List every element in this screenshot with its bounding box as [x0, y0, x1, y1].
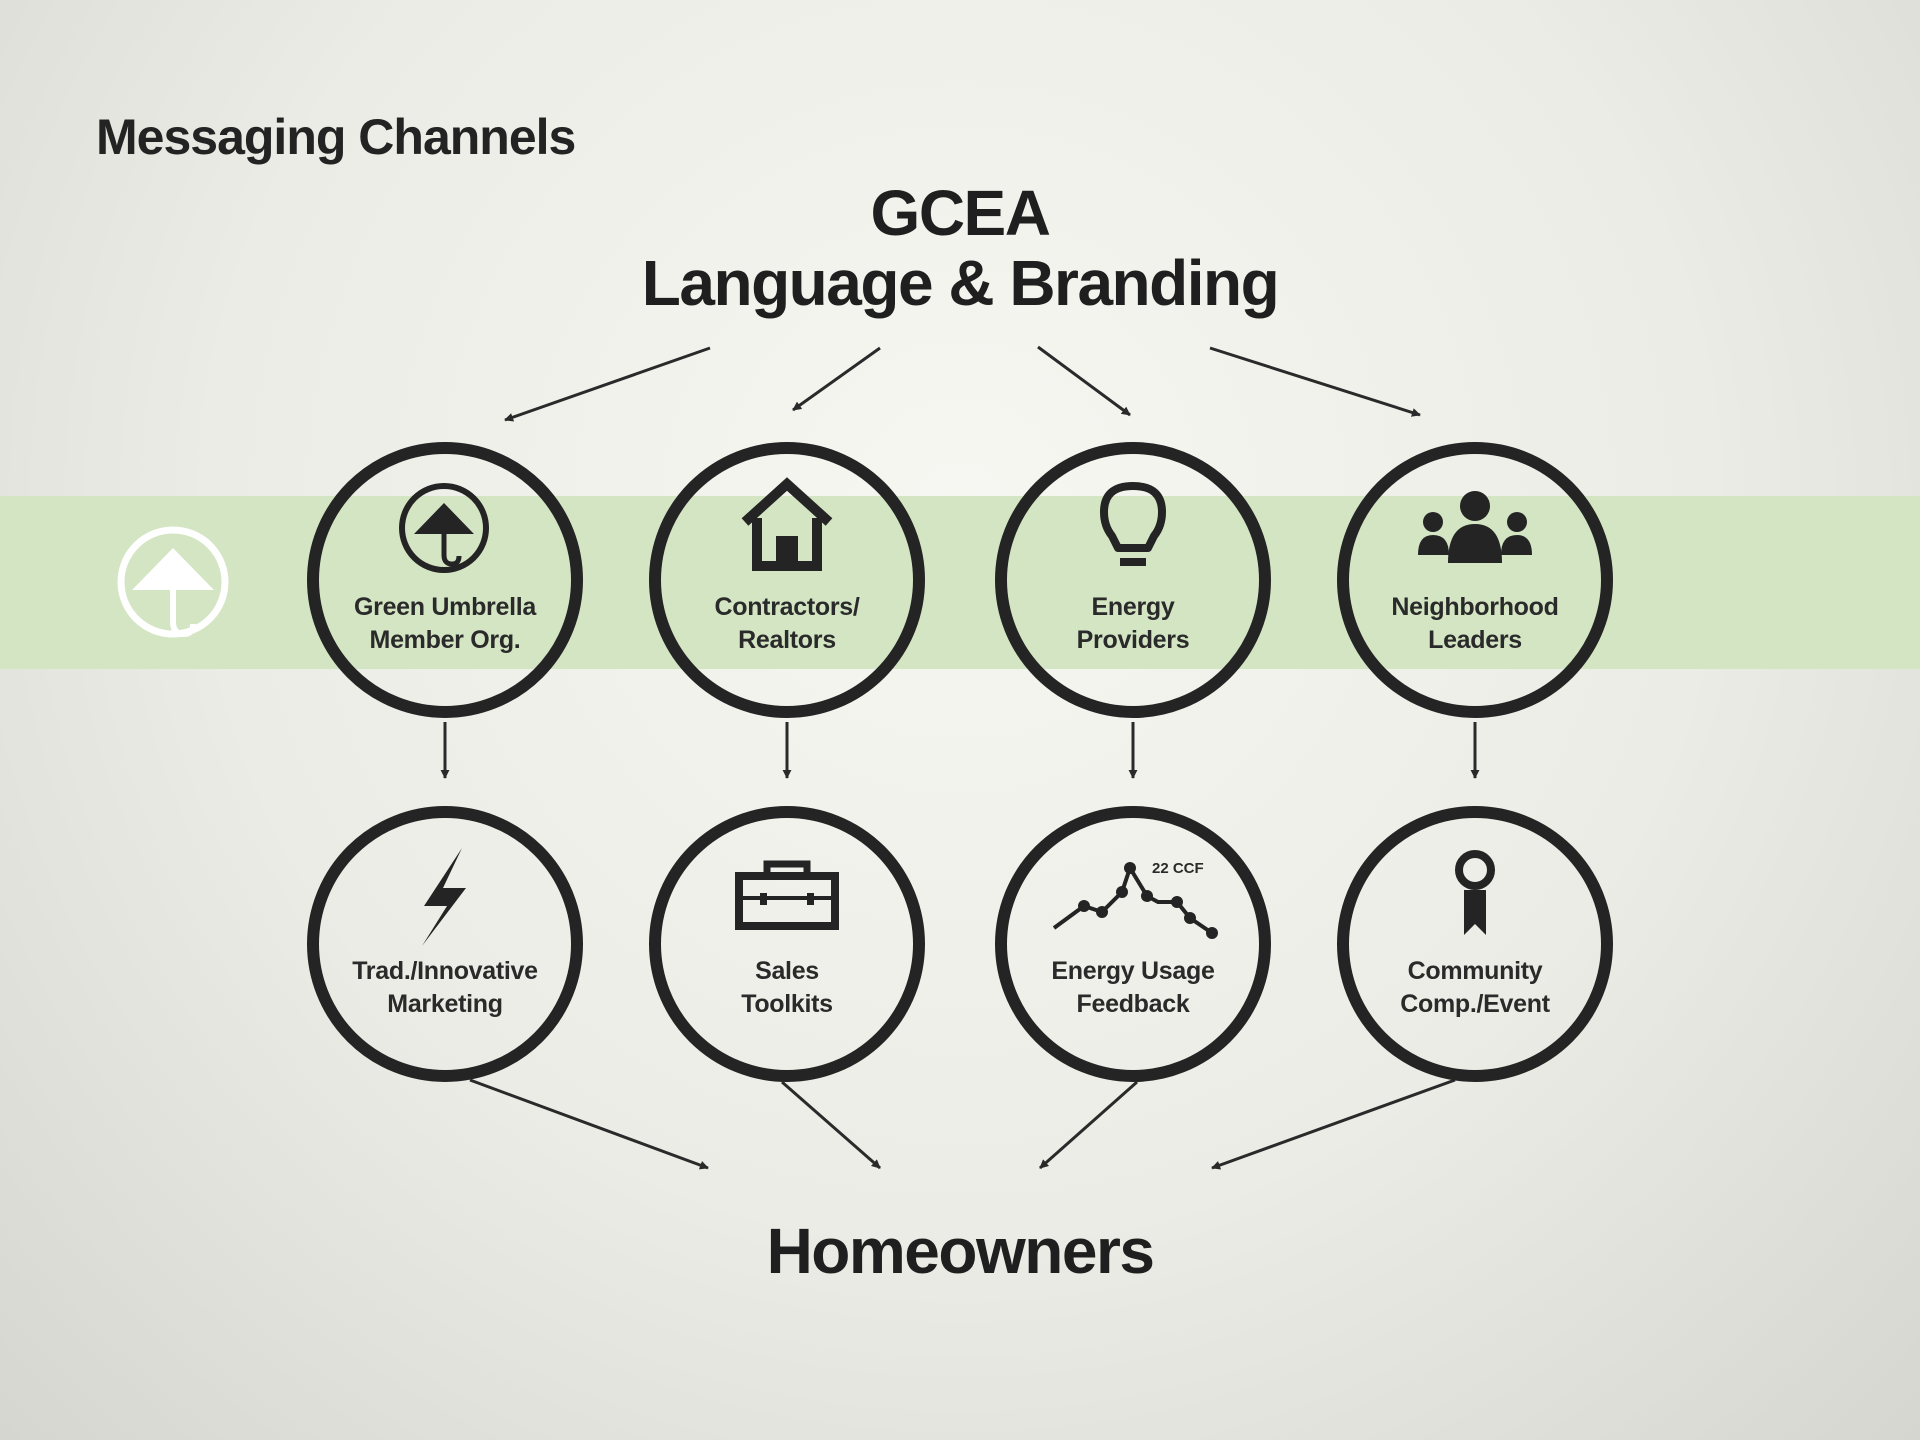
arrow-source-to-channel-1 — [504, 346, 711, 422]
channel-circle-2 — [649, 442, 925, 718]
channel-circle-4 — [1337, 442, 1613, 718]
tactic-label-2-line2: Toolkits — [741, 990, 833, 1018]
line-chart-icon — [1052, 862, 1218, 939]
source-title: GCEA Language & Branding — [560, 178, 1360, 318]
channel-label-3: Energy Providers — [1018, 591, 1248, 657]
people-icon — [1418, 491, 1532, 563]
lightning-icon — [422, 848, 466, 946]
page-title: Messaging Channels — [96, 109, 576, 165]
channel-label-2-line2: Realtors — [738, 626, 836, 654]
tactic-label-1: Trad./Innovative Marketing — [330, 955, 560, 1021]
tactic-label-1-line1: Trad./Innovative — [352, 957, 538, 985]
tactic-label-2: Sales Toolkits — [672, 955, 902, 1021]
arrow-tactic-3-to-target — [1039, 1080, 1138, 1170]
channel-label-1: Green Umbrella Member Org. — [330, 591, 560, 657]
channel-circle-3 — [995, 442, 1271, 718]
lightbulb-icon — [1100, 482, 1166, 566]
tactic-label-2-line1: Sales — [755, 957, 819, 985]
channel-label-4-line2: Leaders — [1428, 626, 1522, 654]
toolbox-icon — [735, 860, 839, 930]
tactic-circles — [307, 806, 1613, 1082]
target-title: Homeowners — [766, 1215, 1155, 1287]
arrow-source-to-channel-4 — [1209, 346, 1421, 417]
tactic-label-1-line2: Marketing — [387, 990, 503, 1018]
house-icon — [741, 477, 833, 571]
channel-label-1-line2: Member Org. — [369, 626, 521, 654]
tactic-label-3-line2: Feedback — [1076, 990, 1190, 1018]
umbrella-badge-icon — [117, 526, 229, 638]
channel-label-2-line1: Contractors/ — [714, 593, 860, 621]
channel-circles — [307, 442, 1613, 718]
usage-chart-annotation: 22 CCF — [1152, 860, 1204, 877]
tactic-circle-3 — [995, 806, 1271, 1082]
channel-label-3-line2: Providers — [1076, 626, 1190, 654]
umbrella-icon — [399, 483, 489, 573]
tactic-label-4: Community Comp./Event — [1360, 955, 1590, 1021]
channel-label-1-line1: Green Umbrella — [354, 593, 536, 621]
tactic-circle-4 — [1337, 806, 1613, 1082]
source-title-line2: Language & Branding — [641, 247, 1280, 319]
channel-circle-1 — [307, 442, 583, 718]
tactic-label-3: Energy Usage Feedback — [1018, 955, 1248, 1021]
source-arrows — [504, 345, 1421, 422]
award-ribbon-icon — [1455, 850, 1495, 935]
channel-label-4: Neighborhood Leaders — [1360, 591, 1590, 657]
arrow-tactic-2-to-target — [781, 1080, 881, 1170]
tactic-circle-2 — [649, 806, 925, 1082]
tactic-circle-1 — [307, 806, 583, 1082]
tactic-to-target-arrows — [469, 1078, 1456, 1170]
arrow-source-to-channel-2 — [792, 346, 881, 412]
source-title-line1: GCEA — [870, 177, 1051, 249]
arrow-source-to-channel-3 — [1037, 345, 1131, 417]
tactic-label-3-line1: Energy Usage — [1051, 957, 1215, 985]
arrow-tactic-4-to-target — [1211, 1078, 1456, 1170]
channel-label-4-line1: Neighborhood — [1391, 593, 1559, 621]
channel-label-2: Contractors/ Realtors — [672, 591, 902, 657]
tactic-label-4-line1: Community — [1407, 957, 1543, 985]
tactic-label-4-line2: Comp./Event — [1400, 990, 1550, 1018]
channel-label-3-line1: Energy — [1091, 593, 1175, 621]
channel-to-tactic-arrows — [440, 722, 1480, 779]
arrow-tactic-1-to-target — [469, 1078, 709, 1170]
